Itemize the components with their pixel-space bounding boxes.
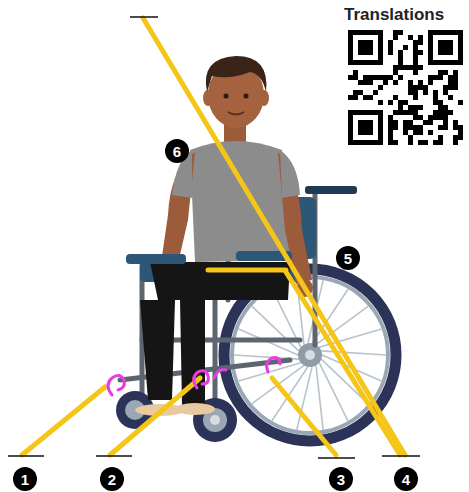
- callout-number: 6: [165, 139, 189, 163]
- callout-text: 2: [108, 472, 116, 487]
- qr-code: [346, 28, 465, 147]
- callout-number: 4: [394, 467, 418, 491]
- floor-anchors: [8, 17, 420, 458]
- qr-heading: Translations: [344, 6, 444, 25]
- armrest: [126, 254, 186, 264]
- tie-down-straps: [22, 18, 405, 455]
- callout-text: 4: [402, 472, 410, 487]
- callout-number: 3: [329, 467, 353, 491]
- callout-number: 1: [13, 467, 37, 491]
- push-handle: [305, 186, 357, 194]
- callout-number: 5: [336, 246, 360, 270]
- callout-number: 2: [100, 467, 124, 491]
- callout-text: 3: [337, 472, 345, 487]
- callout-text: 6: [173, 144, 181, 159]
- person: [135, 56, 313, 416]
- callout-text: 1: [21, 472, 29, 487]
- callout-text: 5: [344, 251, 352, 266]
- strap-hooks: [108, 358, 280, 395]
